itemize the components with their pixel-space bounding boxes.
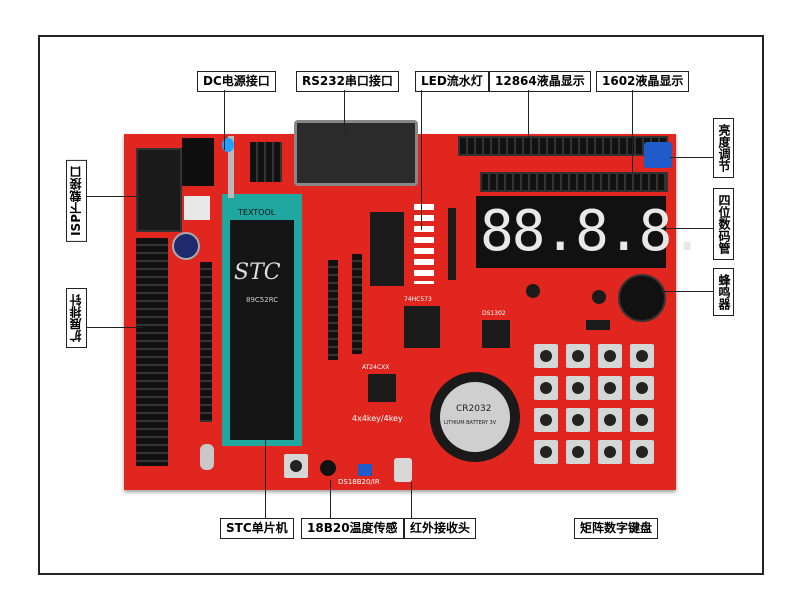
leader-pins	[86, 327, 142, 328]
capacitor	[172, 232, 200, 260]
port-header-p2	[352, 254, 362, 354]
battery-sub: LITHIUM BATTERY 3V	[444, 420, 497, 426]
ic-at24: AT24CXX	[362, 364, 396, 402]
seven-segment-digits: 88.8.8.	[480, 199, 704, 264]
ic-at24-label: AT24CXX	[362, 364, 390, 371]
label-brightness: 亮度调节	[713, 118, 734, 178]
pcb-board: TEXTOOL STC 89C52RC 74HC573 DS1302 AT24C…	[124, 120, 704, 490]
leader-seg4	[666, 228, 713, 229]
label-seg4: 四位数码管	[713, 188, 734, 260]
port-header-p0	[328, 260, 338, 360]
power-switch	[184, 196, 210, 220]
ic-ds1302: DS1302	[482, 310, 510, 348]
outer-frame	[38, 35, 764, 575]
ir-connector	[358, 464, 372, 476]
leader-led	[421, 90, 422, 230]
keypad-jumper-label: 4x4key/4key	[352, 414, 403, 423]
label-buzzer: 蜂鸣器	[713, 268, 734, 316]
leader-rs232	[344, 90, 345, 132]
lcd12864-header	[458, 136, 668, 156]
zif-lever	[228, 136, 234, 198]
transistor	[592, 290, 606, 304]
leader-ir	[411, 482, 412, 518]
battery-text: CR2032	[456, 404, 492, 414]
lever-knob	[222, 138, 234, 152]
led-driver-ic	[370, 212, 404, 286]
matrix-keypad	[534, 344, 664, 474]
seven-segment-display: 88.8.8.	[476, 196, 704, 268]
dc-jack	[182, 138, 214, 186]
ic-74hc573-label: 74HC573	[404, 296, 432, 303]
expansion-header-left	[136, 238, 168, 466]
ic-ds1302-label: DS1302	[482, 310, 506, 317]
label-keypad: 矩阵数字键盘	[574, 518, 659, 539]
leader-brightness	[670, 157, 713, 158]
small-header-top	[250, 142, 282, 182]
resistor-array	[448, 208, 456, 280]
label-dc-power: DC电源接口	[197, 71, 276, 92]
led-bar	[414, 204, 434, 284]
ds18b20-label: DS18B20/IR	[338, 478, 380, 486]
label-led: LED流水灯	[415, 71, 489, 92]
label-ir: 红外接收头	[404, 518, 477, 539]
stc-chip: STC 89C52RC	[230, 220, 294, 440]
zif-text: TEXTOOL	[238, 208, 276, 217]
leader-lcd1602	[632, 90, 633, 174]
battery-cell: CR2032 LITHIUM BATTERY 3V	[440, 382, 510, 452]
leader-buzzer	[660, 291, 713, 292]
label-pins: 扩展排针	[66, 288, 87, 348]
rs232-connector	[294, 120, 418, 186]
label-temp: 18B20温度传感	[301, 518, 404, 539]
lcd1602-header	[480, 172, 668, 192]
isp-header	[136, 148, 182, 232]
expansion-header-mid	[200, 262, 212, 422]
leader-temp	[330, 480, 331, 518]
ic-74hc573: 74HC573	[404, 296, 440, 348]
label-lcd1602: 1602液晶显示	[596, 71, 690, 92]
ir-receiver	[394, 458, 412, 482]
label-rs232: RS232串口接口	[296, 71, 399, 92]
ir-led-part	[526, 284, 540, 298]
leader-stc	[265, 438, 266, 518]
label-stc: STC单片机	[220, 518, 294, 539]
ds18b20-sensor	[320, 460, 336, 476]
stc-brand: STC	[234, 260, 281, 285]
leader-lcd12864	[528, 90, 529, 138]
zif-socket: TEXTOOL STC 89C52RC	[222, 194, 302, 446]
jumper	[586, 320, 610, 330]
label-lcd12864: 12864液晶显示	[489, 71, 591, 92]
stc-model: 89C52RC	[246, 296, 279, 304]
battery-holder: CR2032 LITHIUM BATTERY 3V	[430, 372, 520, 462]
crystal	[200, 444, 214, 470]
leader-isp	[86, 196, 142, 197]
buzzer	[618, 274, 666, 322]
leader-dc	[224, 90, 225, 150]
potentiometer	[644, 142, 672, 168]
label-isp: ISP下载接口	[66, 160, 87, 242]
reset-button	[284, 454, 308, 478]
